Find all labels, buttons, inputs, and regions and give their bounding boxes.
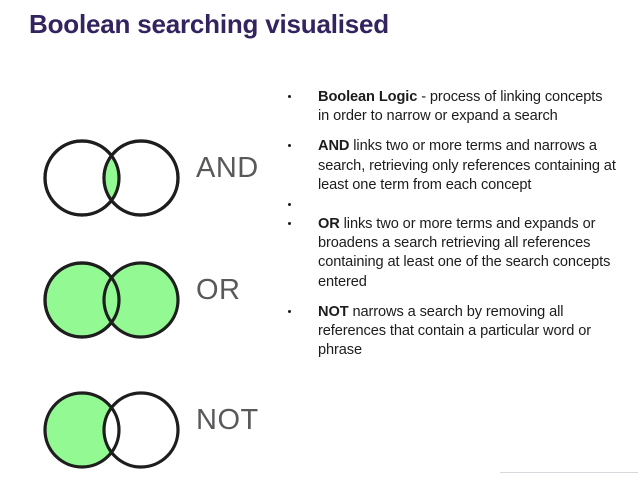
list-item: OR links two or more terms and expands o… (286, 215, 616, 292)
venn-label-or: OR (196, 274, 241, 306)
venn-diagram-not-icon (33, 380, 193, 479)
bullet-lead: Boolean Logic (318, 89, 418, 105)
page-title: Boolean searching visualised (29, 9, 389, 39)
venn-row-and: AND (0, 132, 280, 227)
bullet-list: Boolean Logic - process of linking conce… (286, 88, 616, 360)
list-item: NOT narrows a search by removing all ref… (286, 303, 616, 361)
bullet-dot-icon (288, 203, 291, 207)
bullet-lead: NOT (318, 303, 349, 320)
bullet-text: links two or more terms and expands or b… (318, 216, 611, 290)
bullet-lead: OR (318, 216, 340, 233)
venn-row-not: NOT (0, 380, 280, 479)
footer-divider (500, 472, 638, 473)
venn-label-not: NOT (196, 404, 259, 436)
list-item-empty (286, 196, 616, 215)
bullet-text: links two or more terms and narrows a se… (318, 138, 616, 193)
venn-row-or: OR (0, 254, 280, 349)
bullet-dot-icon (288, 95, 291, 98)
venn-diagram-and-icon (43, 138, 180, 218)
venn-diagram-or-icon (43, 260, 180, 340)
bullet-dot-icon (288, 222, 291, 226)
bullet-lead: AND (318, 138, 350, 155)
bullet-text: narrows a search by removing all referen… (318, 303, 592, 359)
bullet-dot-icon (288, 144, 291, 148)
list-item: AND links two or more terms and narrows … (286, 137, 616, 195)
bullet-text: - process of linking concepts in order t… (318, 89, 603, 125)
venn-label-and: AND (196, 152, 259, 184)
bullet-dot-icon (288, 309, 291, 313)
list-item: Boolean Logic - process of linking conce… (286, 88, 616, 126)
